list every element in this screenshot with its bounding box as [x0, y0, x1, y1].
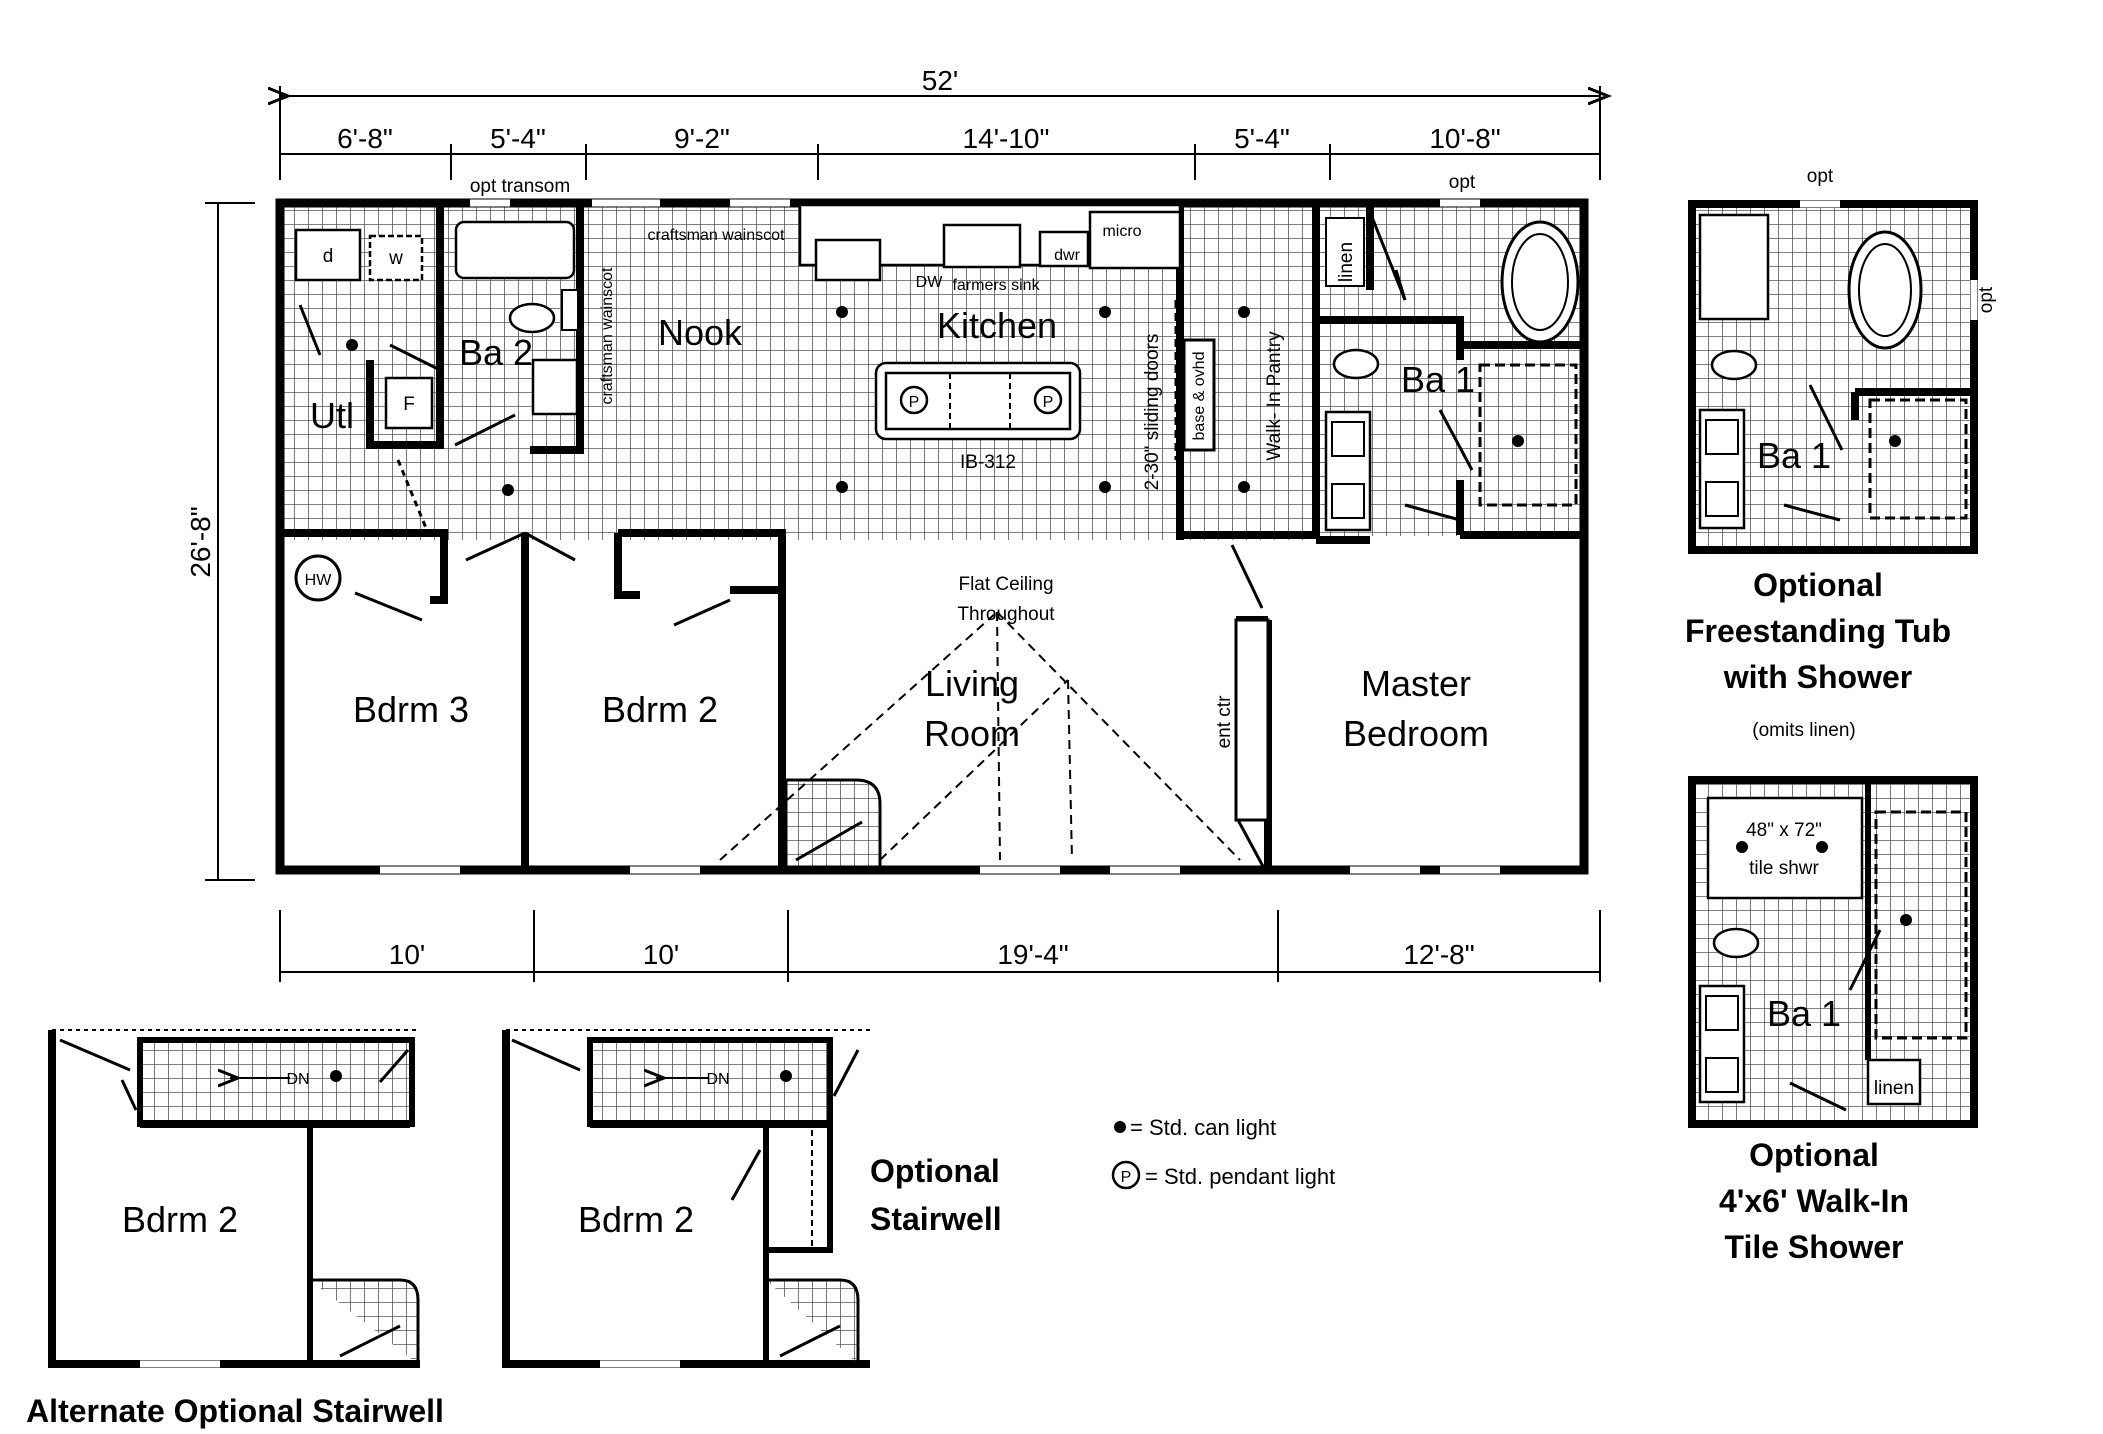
- pendant-label-1: P: [909, 394, 920, 411]
- legend-pendant-light: = Std. pendant light: [1145, 1164, 1335, 1189]
- tile-floor-stair-landing: [784, 778, 882, 870]
- legend-can-light-icon: [1114, 1121, 1126, 1133]
- opt-wi-caption-2: 4'x6' Walk-In: [1719, 1183, 1909, 1219]
- dimension-lines: [205, 86, 1600, 982]
- base-ovhd-cabinet: [1182, 338, 1216, 452]
- dim-bottom-3: 19'-4": [997, 939, 1068, 970]
- room-living-1: Living: [925, 663, 1019, 704]
- dim-top-6: 10'-8": [1429, 123, 1500, 154]
- pendant-label-2: P: [1043, 394, 1054, 411]
- opt-stair-bedroom2: Bdrm 2: [578, 1199, 694, 1240]
- note-micro: micro: [1102, 223, 1141, 240]
- dryer: [294, 228, 362, 282]
- note-water-heater: HW: [305, 572, 333, 589]
- optional-stairwell-plan: [502, 1029, 870, 1368]
- water-heater: [294, 554, 342, 602]
- opt-fs-caption-3: with Shower: [1723, 659, 1912, 695]
- bath2-sink: [531, 358, 579, 416]
- opt-fs-bath1: Ba 1: [1757, 435, 1831, 476]
- note-washer: w: [388, 248, 403, 269]
- dim-bottom-4: 12'-8": [1403, 939, 1474, 970]
- note-wainscot-top: craftsman wainscot: [648, 227, 785, 244]
- note-furnace: F: [403, 394, 415, 415]
- note-ent-ctr: ent ctr: [1214, 695, 1235, 748]
- option-walkin-plan: [1688, 776, 1978, 1128]
- room-living-2: Room: [924, 713, 1020, 754]
- room-master-2: Bedroom: [1343, 713, 1489, 754]
- room-bath1: Ba 1: [1401, 359, 1475, 400]
- opt-stair-caption-1: Optional: [870, 1153, 1000, 1189]
- dim-bottom-2: 10': [643, 939, 680, 970]
- opt-fs-caption-2: Freestanding Tub: [1685, 613, 1951, 649]
- bath1-shower: [1478, 363, 1578, 507]
- alternate-stairwell-plan: [48, 1029, 420, 1368]
- linen-closet: [1325, 217, 1365, 287]
- opt-fs-window-top: opt: [1807, 166, 1834, 187]
- dim-top-5: 5'-4": [1234, 123, 1290, 154]
- note-linen: linen: [1336, 242, 1357, 282]
- room-master-1: Master: [1361, 663, 1471, 704]
- note-opt-window: opt: [1449, 172, 1476, 193]
- dim-top-2: 5'-4": [490, 123, 546, 154]
- opt-wi-bath1: Ba 1: [1767, 993, 1841, 1034]
- alt-stair-bedroom2: Bdrm 2: [122, 1199, 238, 1240]
- doors: [298, 211, 1474, 871]
- bath1-garden-tub: [1500, 220, 1580, 344]
- option-freestanding-plan: [1688, 200, 1978, 554]
- opt-wi-shower-label: tile shwr: [1749, 858, 1819, 879]
- note-base-ovhd: base & ovhd: [1191, 352, 1208, 441]
- note-flat-ceiling-2: Throughout: [957, 604, 1055, 625]
- opt-stair-caption-2: Stairwell: [870, 1201, 1002, 1237]
- note-dw: DW: [916, 274, 944, 291]
- pendant-lights: [899, 385, 1063, 415]
- bath1-vanity: [1324, 410, 1372, 532]
- note-flat-ceiling-1: Flat Ceiling: [958, 574, 1053, 595]
- bath1-toilet: [1332, 348, 1380, 380]
- alt-stair-caption: Alternate Optional Stairwell: [26, 1393, 444, 1429]
- note-farmers-sink: farmers sink: [952, 277, 1040, 294]
- entertainment-center: [1234, 618, 1270, 822]
- opt-fs-note: (omits linen): [1752, 720, 1855, 741]
- room-kitchen: Kitchen: [937, 305, 1057, 346]
- room-bath2: Ba 2: [459, 332, 533, 373]
- overall-depth: 26'-8": [185, 506, 216, 577]
- can-lights: [346, 306, 1524, 496]
- note-dryer: d: [323, 246, 334, 267]
- dim-top-1: 6'-8": [337, 123, 393, 154]
- legend-pendant-icon: [1111, 1160, 1141, 1190]
- dim-top-4: 14'-10": [963, 123, 1050, 154]
- opt-fs-caption-1: Optional: [1753, 567, 1883, 603]
- dim-bottom-1: 10': [389, 939, 426, 970]
- note-opt-transom: opt transom: [470, 176, 570, 197]
- opt-wi-linen: linen: [1874, 1078, 1914, 1099]
- room-bedroom3: Bdrm 3: [353, 689, 469, 730]
- opt-wi-shower-size: 48" x 72": [1746, 820, 1822, 841]
- alt-stair-dn: DN: [286, 1071, 309, 1088]
- furnace: [384, 376, 434, 430]
- room-bedroom2: Bdrm 2: [602, 689, 718, 730]
- main-plan: P P: [275, 198, 1589, 875]
- bath2-toilet: [508, 302, 556, 334]
- opt-wi-caption-3: Tile Shower: [1724, 1229, 1903, 1265]
- note-walk-in-pantry: Walk- In Pantry: [1264, 331, 1285, 461]
- room-utility: Utl: [310, 395, 354, 436]
- windows: [380, 199, 1500, 874]
- legend-pendant-symbol: P: [1121, 1169, 1132, 1186]
- note-sliding-doors: 2-30" sliding doors: [1142, 334, 1163, 491]
- note-island: IB-312: [960, 452, 1016, 473]
- opt-wi-caption-1: Optional: [1749, 1137, 1879, 1173]
- bath2-tub: [454, 220, 576, 280]
- ceiling-lines: [719, 611, 1241, 861]
- note-dwr: dwr: [1054, 247, 1080, 264]
- note-wainscot-side: craftsman wainscot: [599, 267, 616, 404]
- opt-fs-window-side: opt: [1976, 286, 1997, 313]
- dim-top-3: 9'-2": [674, 123, 730, 154]
- overall-width: 52': [922, 65, 959, 96]
- legend-can-light: = Std. can light: [1130, 1115, 1276, 1140]
- opt-stair-dn: DN: [706, 1071, 729, 1088]
- washer: [368, 234, 424, 282]
- room-nook: Nook: [658, 312, 743, 353]
- interior-walls: [282, 203, 1584, 870]
